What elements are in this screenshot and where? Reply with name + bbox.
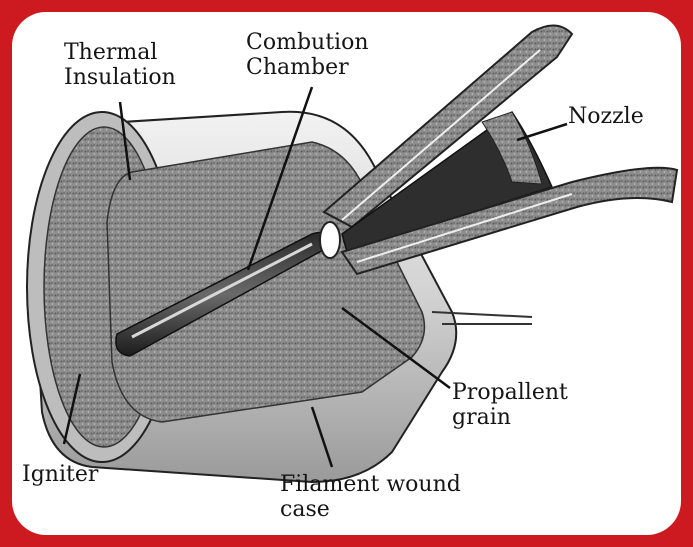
label-filament-line2: case — [280, 497, 461, 522]
label-combustion-line2: Chamber — [246, 55, 368, 80]
label-filament-case: Filament wound case — [280, 472, 461, 522]
label-thermal-insulation: Thermal Insulation — [64, 40, 176, 90]
label-combustion-chamber: Combution Chamber — [246, 30, 368, 80]
label-propellant-line2: grain — [452, 405, 568, 430]
label-thermal-line1: Thermal — [64, 40, 176, 65]
rocket-motor-illustration — [12, 12, 681, 535]
label-propellant-grain: Propallent grain — [452, 380, 568, 430]
label-propellant-line1: Propallent — [452, 380, 568, 405]
label-nozzle: Nozzle — [568, 104, 644, 129]
label-igniter: Igniter — [22, 462, 98, 487]
label-filament-line1: Filament wound — [280, 472, 461, 497]
nozzle-throat — [320, 222, 340, 258]
label-combustion-line1: Combution — [246, 30, 368, 55]
diagram-panel: Thermal Insulation Combution Chamber Noz… — [12, 12, 681, 535]
label-thermal-line2: Insulation — [64, 65, 176, 90]
